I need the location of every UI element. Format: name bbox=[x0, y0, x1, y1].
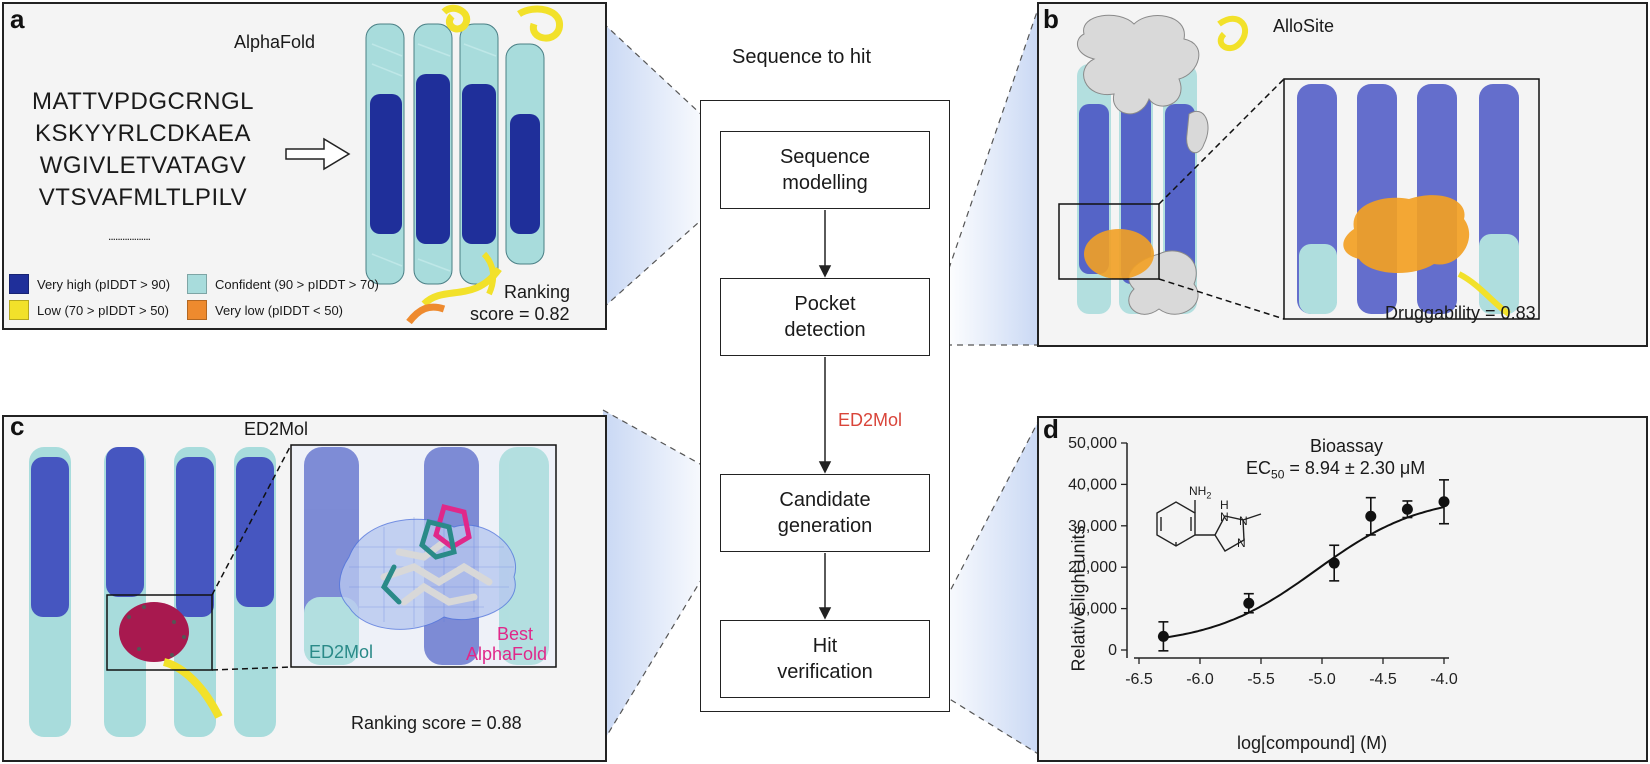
panel-c-title: ED2Mol bbox=[244, 419, 309, 439]
chart-title: Bioassay bbox=[1310, 436, 1384, 456]
marker bbox=[1365, 510, 1377, 522]
sequence-block: MATTVPDGCRNGL KSKYYRLCDKAEA WGIVLETVATAG… bbox=[18, 86, 268, 214]
y-tick-label: 30,000 bbox=[1068, 518, 1117, 535]
molecule-n1-label: N bbox=[1220, 510, 1229, 524]
ranking-score-c: Ranking score = 0.88 bbox=[351, 713, 522, 733]
inset-alphafold-label: AlphaFold bbox=[466, 644, 548, 664]
allosite-structure bbox=[1058, 14, 1540, 320]
sequence-ellipsis: .................. bbox=[108, 229, 151, 243]
flow-step-pocket-detection: Pocket detection bbox=[720, 278, 930, 356]
druggability-score: Druggability = 0.83 bbox=[1385, 303, 1536, 323]
molecule-n2-label: N bbox=[1239, 514, 1248, 528]
y-tick-label: 20,000 bbox=[1068, 559, 1117, 576]
ranking-label: Ranking bbox=[504, 282, 571, 302]
chart-xlabel: log[compound] (M) bbox=[1237, 733, 1388, 753]
legend-low: Low (70 > pIDDT > 50) bbox=[9, 300, 169, 320]
ranking-score: score = 0.82 bbox=[470, 304, 570, 324]
inset-best-label: Best bbox=[497, 624, 534, 644]
x-tick-label: -6.5 bbox=[1125, 671, 1153, 688]
panel-d: d Bioassay EC50 = 8.94 ± 2.30 μM -6.5-6.… bbox=[1037, 416, 1648, 762]
x-tick-label: -5.5 bbox=[1247, 671, 1275, 688]
legend-swatch bbox=[9, 300, 29, 320]
panel-b-title: AlloSite bbox=[1273, 16, 1335, 36]
marker bbox=[1157, 630, 1169, 642]
data-point bbox=[1243, 592, 1255, 614]
dose-response-chart: -6.5 -6.0 -5.5 -5.0 -4.5 -4.0 0 10,000 20,000 30,… bbox=[1068, 435, 1458, 688]
legend-swatch bbox=[9, 274, 29, 294]
inset-ed2mol-label: ED2Mol bbox=[309, 642, 374, 662]
panel-c: c ED2Mol ED2Mol Best AlphaFold Ranking s… bbox=[2, 415, 607, 762]
data-point bbox=[1438, 479, 1450, 525]
x-tick-label: -4.5 bbox=[1369, 671, 1397, 688]
flow-step-candidate-generation: Candidate generation bbox=[720, 474, 930, 552]
fit-curve bbox=[1163, 506, 1445, 639]
data-point bbox=[1401, 500, 1413, 519]
panel-b-label: b bbox=[1043, 4, 1059, 34]
legend-swatch bbox=[187, 274, 207, 294]
panel-d-label: d bbox=[1043, 416, 1059, 444]
legend-swatch bbox=[187, 300, 207, 320]
panel-a-title: AlphaFold bbox=[234, 32, 316, 52]
x-tick-label: -4.0 bbox=[1430, 671, 1458, 688]
data-point bbox=[1365, 496, 1377, 536]
ed2mol-arrow-label: ED2Mol bbox=[838, 410, 903, 430]
legend-confident: Confident (90 > pIDDT > 70) bbox=[187, 274, 379, 294]
chart-ylabel: Relative light units bbox=[1068, 525, 1089, 672]
panel-b: b AlloSite Druggability = 0.83 bbox=[1037, 2, 1648, 347]
flow-title: Sequence to hit bbox=[732, 46, 871, 68]
alphafold-structure bbox=[285, 4, 563, 325]
panel-c-label: c bbox=[10, 415, 25, 441]
y-tick-label: 50,000 bbox=[1068, 435, 1117, 452]
flow-step-sequence-modelling: Sequence modelling bbox=[720, 131, 930, 209]
y-tick-label: 40,000 bbox=[1068, 476, 1117, 493]
molecule-structure bbox=[1156, 500, 1262, 552]
x-tick-label: -5.0 bbox=[1308, 671, 1336, 688]
y-tick-label: 10,000 bbox=[1068, 601, 1117, 618]
molecule-n3-label: N bbox=[1237, 536, 1246, 550]
marker bbox=[1438, 496, 1450, 508]
marker bbox=[1401, 503, 1413, 515]
sequence-line: KSKYYRLCDKAEA bbox=[35, 120, 251, 147]
y-tick-label: 0 bbox=[1108, 642, 1117, 659]
panel-a: a AlphaFold MATTVPDGCRNGL KSKYYRLCDKAEA … bbox=[2, 2, 607, 330]
sequence-line: VTSVAFMLTLPILV bbox=[38, 184, 248, 211]
marker bbox=[1328, 557, 1340, 569]
hollow-arrow-icon bbox=[285, 137, 351, 171]
ec50-label: EC50 = 8.94 ± 2.30 μM bbox=[1246, 458, 1426, 482]
legend-very-low: Very low (pIDDT < 50) bbox=[187, 300, 343, 320]
sequence-line: WGIVLETVATAGV bbox=[39, 152, 247, 179]
data-point bbox=[1328, 544, 1340, 582]
legend-very-high: Very high (pIDDT > 90) bbox=[9, 274, 170, 294]
flow-step-hit-verification: Hit verification bbox=[720, 620, 930, 698]
marker bbox=[1243, 597, 1255, 609]
sequence-line: MATTVPDGCRNGL bbox=[31, 88, 255, 115]
data-point bbox=[1157, 621, 1169, 652]
panel-a-label: a bbox=[10, 4, 25, 34]
molecule-h-label: H bbox=[1220, 498, 1229, 512]
x-tick-label: -6.0 bbox=[1186, 671, 1214, 688]
ed2mol-structure bbox=[29, 444, 557, 737]
molecule-nh2-label: NH2 bbox=[1189, 484, 1212, 501]
